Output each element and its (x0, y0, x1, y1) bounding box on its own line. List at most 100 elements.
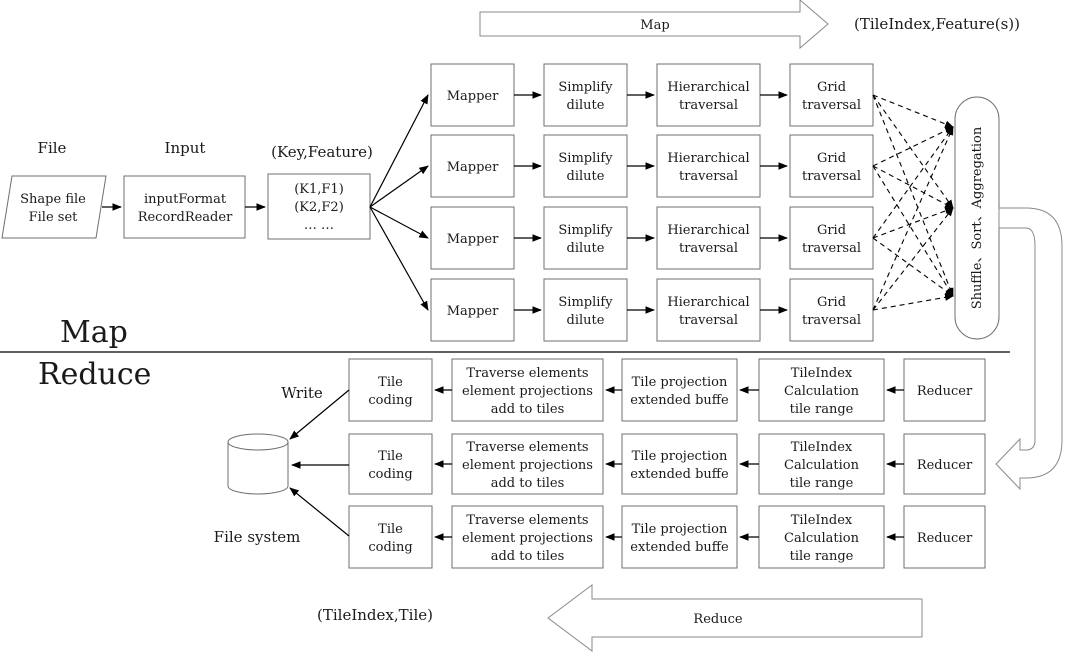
traverse-box-2-line2: element projections (462, 458, 593, 473)
hierarchical-box-2-line1: Hierarchical (667, 151, 749, 166)
reduce-output-label: (TileIndex,Tile) (317, 606, 433, 624)
hierarchical-box-3-line2: traversal (679, 241, 738, 256)
tile-coding-box-3 (348, 505, 433, 569)
simplify-box-1-line1: Simplify (558, 80, 613, 95)
tileindex-box-3-line1: TileIndex (791, 513, 853, 528)
reducer-box-2 (903, 433, 986, 495)
tile-coding-box-1-line2: coding (368, 393, 412, 408)
simplify-box-2 (543, 134, 628, 198)
mapper-box-4-line1: Mapper (447, 304, 499, 319)
file-system-database-icon (227, 442, 289, 495)
simplify-box-3-line1: Simplify (558, 223, 613, 238)
traverse-box-1 (451, 358, 604, 422)
traverse-box-2 (451, 433, 604, 495)
shuffle-arrow-1-3 (872, 94, 954, 297)
traverse-box-1-line1: Traverse elements (466, 366, 588, 381)
grid-box-3-line2: traversal (802, 241, 861, 256)
mapper-box-1-line1: Mapper (447, 89, 499, 104)
tileindex-box-3-line3: tile range (790, 549, 854, 564)
reducer-box-2-line1: Reducer (917, 458, 973, 473)
traverse-box-3-line3: add to tiles (491, 549, 565, 564)
file-box-line1: Shape file (20, 192, 86, 207)
grid-box-1 (789, 63, 874, 127)
kv-line2: (K2,F2) (294, 200, 344, 215)
file-header: File (38, 139, 67, 157)
arrow-coding3-to-db (289, 487, 350, 537)
tile-projection-box-2 (621, 433, 738, 495)
input-box-line1: inputFormat (144, 192, 227, 207)
hierarchical-box-1-line1: Hierarchical (667, 80, 749, 95)
shuffle-label: Shuffle、Sort、Aggregation (970, 126, 985, 309)
tile-projection-box-3-line2: extended buffe (630, 540, 729, 555)
kv-line1: (K1,F1) (294, 182, 344, 197)
reducer-box-3 (903, 505, 986, 569)
arrow-kv-to-mapper-3 (369, 206, 429, 239)
tile-projection-box-1-line1: Tile projection (632, 375, 728, 390)
traverse-box-3-line1: Traverse elements (466, 513, 588, 528)
reduce-phase-arrow (547, 584, 923, 652)
mapper-box-4 (430, 278, 515, 342)
tile-projection-box-1-line2: extended buffe (630, 393, 729, 408)
tile-coding-box-2 (348, 433, 433, 495)
tileindex-box-2 (758, 433, 885, 495)
traverse-box-1-line3: add to tiles (491, 402, 565, 417)
simplify-box-1 (543, 63, 628, 127)
hierarchical-box-3-line1: Hierarchical (667, 223, 749, 238)
arrow-coding1-to-db (289, 389, 350, 440)
database-top (227, 433, 289, 451)
arrow-kv-to-mapper-1 (369, 94, 429, 208)
tile-coding-box-2-line2: coding (368, 467, 412, 482)
tile-projection-box-3 (621, 505, 738, 569)
key-feature-header: (Key,Feature) (271, 143, 373, 161)
tile-coding-box-1-line1: Tile (378, 375, 403, 390)
grid-box-1-line2: traversal (802, 98, 861, 113)
tileindex-box-1 (758, 358, 885, 422)
mapper-box-3-line1: Mapper (447, 232, 499, 247)
hierarchical-box-2-line2: traversal (679, 169, 738, 184)
tile-projection-box-2-line1: Tile projection (632, 449, 728, 464)
tileindex-box-1-line2: Calculation (784, 384, 860, 399)
tileindex-box-3 (758, 505, 885, 569)
simplify-box-2-line2: dilute (567, 169, 605, 184)
grid-box-4-line1: Grid (817, 295, 846, 310)
simplify-box-2-line1: Simplify (558, 151, 613, 166)
traverse-box-1-line2: element projections (462, 384, 593, 399)
shuffle-arrow-2-2 (872, 165, 954, 209)
write-label: Write (281, 384, 323, 402)
tileindex-box-3-line2: Calculation (784, 531, 860, 546)
arrow-kv-to-mapper-2 (369, 165, 429, 208)
tile-projection-box-3-line1: Tile projection (632, 522, 728, 537)
shuffle-arrow-1-2 (872, 94, 954, 209)
reduce-phase-label: Reduce (693, 612, 742, 627)
simplify-box-1-line2: dilute (567, 98, 605, 113)
key-value-box (267, 173, 371, 240)
kv-line3: … … (304, 218, 334, 233)
grid-box-2-line1: Grid (817, 151, 846, 166)
tile-coding-box-2-line1: Tile (378, 449, 403, 464)
file-input-shape (1, 175, 107, 239)
arrow-kv-to-mapper-4 (369, 206, 429, 311)
map-rows: MapperSimplifydiluteHierarchicaltraversa… (369, 63, 954, 342)
shuffle-to-reduce-arrow (995, 207, 1063, 491)
simplify-box-4 (543, 278, 628, 342)
tile-coding-box-1 (348, 358, 433, 422)
grid-box-4-line2: traversal (802, 313, 861, 328)
reduce-section-title: Reduce (38, 357, 151, 392)
tile-projection-box-2-line2: extended buffe (630, 467, 729, 482)
hierarchical-box-1 (656, 63, 761, 127)
reducer-box-1 (903, 358, 986, 422)
file-system-label: File system (214, 528, 301, 546)
input-format-box (123, 175, 246, 239)
tileindex-box-2-line1: TileIndex (791, 440, 853, 455)
simplify-box-4-line2: dilute (567, 313, 605, 328)
tile-projection-box-1 (621, 358, 738, 422)
map-phase-label: Map (640, 18, 669, 33)
tile-coding-box-3-line1: Tile (378, 522, 403, 537)
grid-box-2 (789, 134, 874, 198)
tileindex-box-1-line3: tile range (790, 402, 854, 417)
input-header: Input (165, 139, 206, 157)
mapper-box-2-line1: Mapper (447, 160, 499, 175)
shuffle-arrow-4-1 (872, 126, 954, 311)
mapper-box-3 (430, 206, 515, 270)
